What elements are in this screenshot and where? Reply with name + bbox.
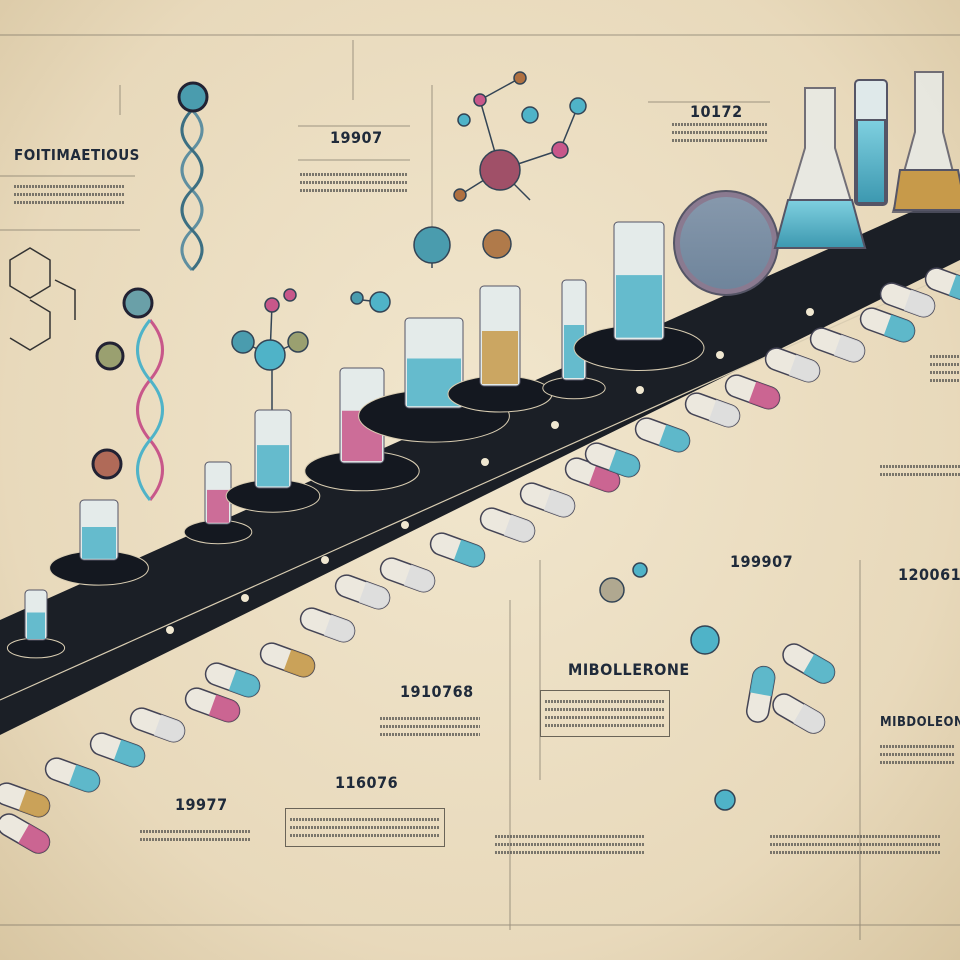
compound-label: MIBOLLERONE [568,660,690,679]
text-lines [300,168,408,197]
tablet-icon [807,325,867,365]
tablet-icon [332,572,392,612]
text-lines [140,825,250,846]
year-label: 199907 [730,552,793,571]
compound-label: MIBDOLEONE [880,715,960,730]
text-lines [672,118,767,147]
tablet-icon [762,345,822,385]
year-label: 19977 [175,795,228,814]
year-label: 19907 [330,128,383,147]
timeline-node [321,556,329,564]
capsule-icon [87,730,147,770]
timeline-node [401,521,409,529]
data-table-box [285,808,445,847]
tablet-icon [297,605,357,645]
tablet-icon [517,480,577,520]
text-lines [880,460,960,481]
year-label: 1910768 [400,682,474,701]
capsule-icon [427,530,487,570]
text-lines [14,180,124,209]
text-lines [380,712,480,741]
timeline-node [636,386,644,394]
text-lines [930,350,960,387]
text-lines [495,830,645,859]
heading-label: FOITIMAETIOUS [14,146,140,164]
year-label: 116076 [335,773,398,792]
capsule-icon [0,810,53,857]
data-table-box [540,690,670,737]
beaker-base [7,638,64,658]
tablet-icon [769,690,828,737]
year-label: 1200616 [898,565,960,584]
tablet-icon [477,505,537,545]
capsule-icon [42,755,102,795]
timeline-node [166,626,174,634]
capsule-icon [632,415,692,455]
timeline-band [0,190,960,735]
chemical-structure-icon [10,248,75,350]
timeline-node [806,308,814,316]
text-lines [770,830,940,859]
capsule-icon [745,665,776,724]
tablet-icon [127,705,187,745]
timeline-node [716,351,724,359]
capsule-icon [257,640,317,680]
timeline-node [551,421,559,429]
capsule-icon [779,640,838,687]
text-lines [880,740,955,769]
tablet-icon [377,555,437,595]
timeline-node [241,594,249,602]
timeline-node [481,458,489,466]
